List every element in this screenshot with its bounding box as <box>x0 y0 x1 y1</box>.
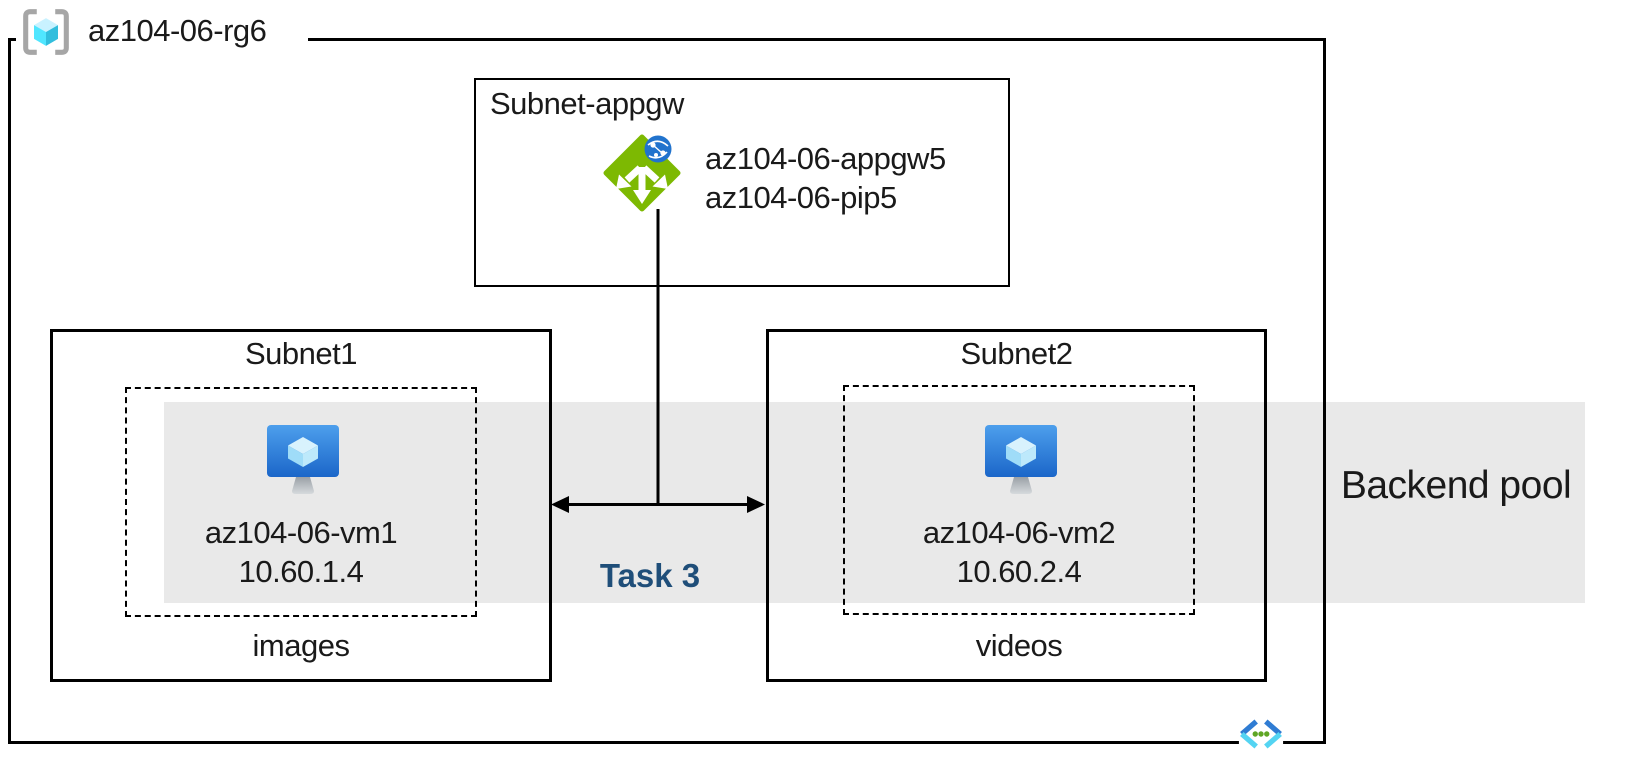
subnet-appgw-box <box>474 78 1010 287</box>
vm2-name-label: az104-06-vm2 <box>922 515 1116 550</box>
subnet1-title: Subnet1 <box>245 336 358 371</box>
resource-group-box <box>8 38 1326 744</box>
subnet2-title: Subnet2 <box>960 336 1074 371</box>
subnet2-backend-dashed-box <box>843 385 1195 615</box>
virtual-machine-icon-vm1 <box>265 423 341 499</box>
appgw-name-label: az104-06-appgw5 <box>705 141 946 176</box>
virtual-machine-icon-vm2 <box>983 423 1059 499</box>
resource-group-label: az104-06-rg6 <box>88 13 267 48</box>
task-label: Task 3 <box>599 557 701 594</box>
vm2-ip-label: 10.60.2.4 <box>956 554 1082 589</box>
vm2-labels: az104-06-vm2 10.60.2.4 <box>843 513 1195 591</box>
vm1-name-label: az104-06-vm1 <box>204 515 398 550</box>
subnet-appgw-title: Subnet-appgw <box>490 86 684 121</box>
vm1-ip-label: 10.60.1.4 <box>238 554 364 589</box>
resource-group-icon <box>22 8 70 56</box>
subnet2-caption: videos <box>975 628 1063 663</box>
backend-pool-label: Backend pool <box>1340 464 1572 507</box>
application-gateway-labels: az104-06-appgw5 az104-06-pip5 <box>705 139 946 217</box>
subnet1-caption: images <box>252 628 350 663</box>
resource-group-border-gap <box>16 34 308 44</box>
subnet2-box <box>766 329 1267 682</box>
vm1-labels: az104-06-vm1 10.60.1.4 <box>125 513 477 591</box>
subnet1-box <box>50 329 552 682</box>
appgw-pip-label: az104-06-pip5 <box>705 180 897 215</box>
virtual-network-icon <box>1237 717 1285 751</box>
subnet1-backend-dashed-box <box>125 387 477 617</box>
application-gateway-icon <box>603 134 681 214</box>
backend-pool-band <box>164 402 1585 603</box>
